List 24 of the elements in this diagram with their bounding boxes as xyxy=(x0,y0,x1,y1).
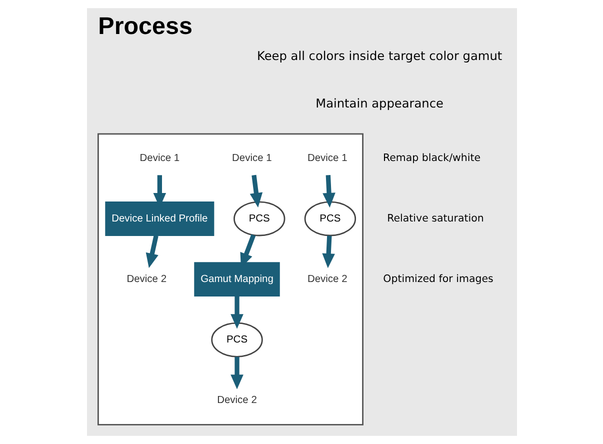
node-text: Device 1 xyxy=(232,152,272,164)
label: Remap black/white xyxy=(382,152,480,164)
arrow xyxy=(249,174,262,208)
node-box: Gamut Mapping xyxy=(194,262,280,297)
node-text: Device 2 xyxy=(126,274,166,285)
arrow xyxy=(230,296,243,329)
arrow xyxy=(145,235,158,268)
node-box: Device Linked Profile xyxy=(104,202,214,236)
node-text: Device 2 xyxy=(216,395,256,406)
label: Relative saturation xyxy=(386,212,484,224)
arrow xyxy=(322,236,334,268)
node-text: Device 1 xyxy=(139,152,180,164)
node-ellipse: PCS xyxy=(210,322,262,358)
diagram-title: Process xyxy=(98,13,192,40)
node-text: Device 2 xyxy=(306,274,347,285)
arrow xyxy=(322,175,335,208)
label: Keep all colors inside target color gamut xyxy=(256,48,502,63)
node-ellipse: PCS xyxy=(304,201,356,236)
node-text: Device 1 xyxy=(306,152,347,164)
node-ellipse: PCS xyxy=(233,201,285,236)
arrow xyxy=(230,356,243,390)
cluster xyxy=(96,133,363,426)
label: Optimized for images xyxy=(382,272,493,285)
label: Maintain appearance xyxy=(315,96,443,110)
